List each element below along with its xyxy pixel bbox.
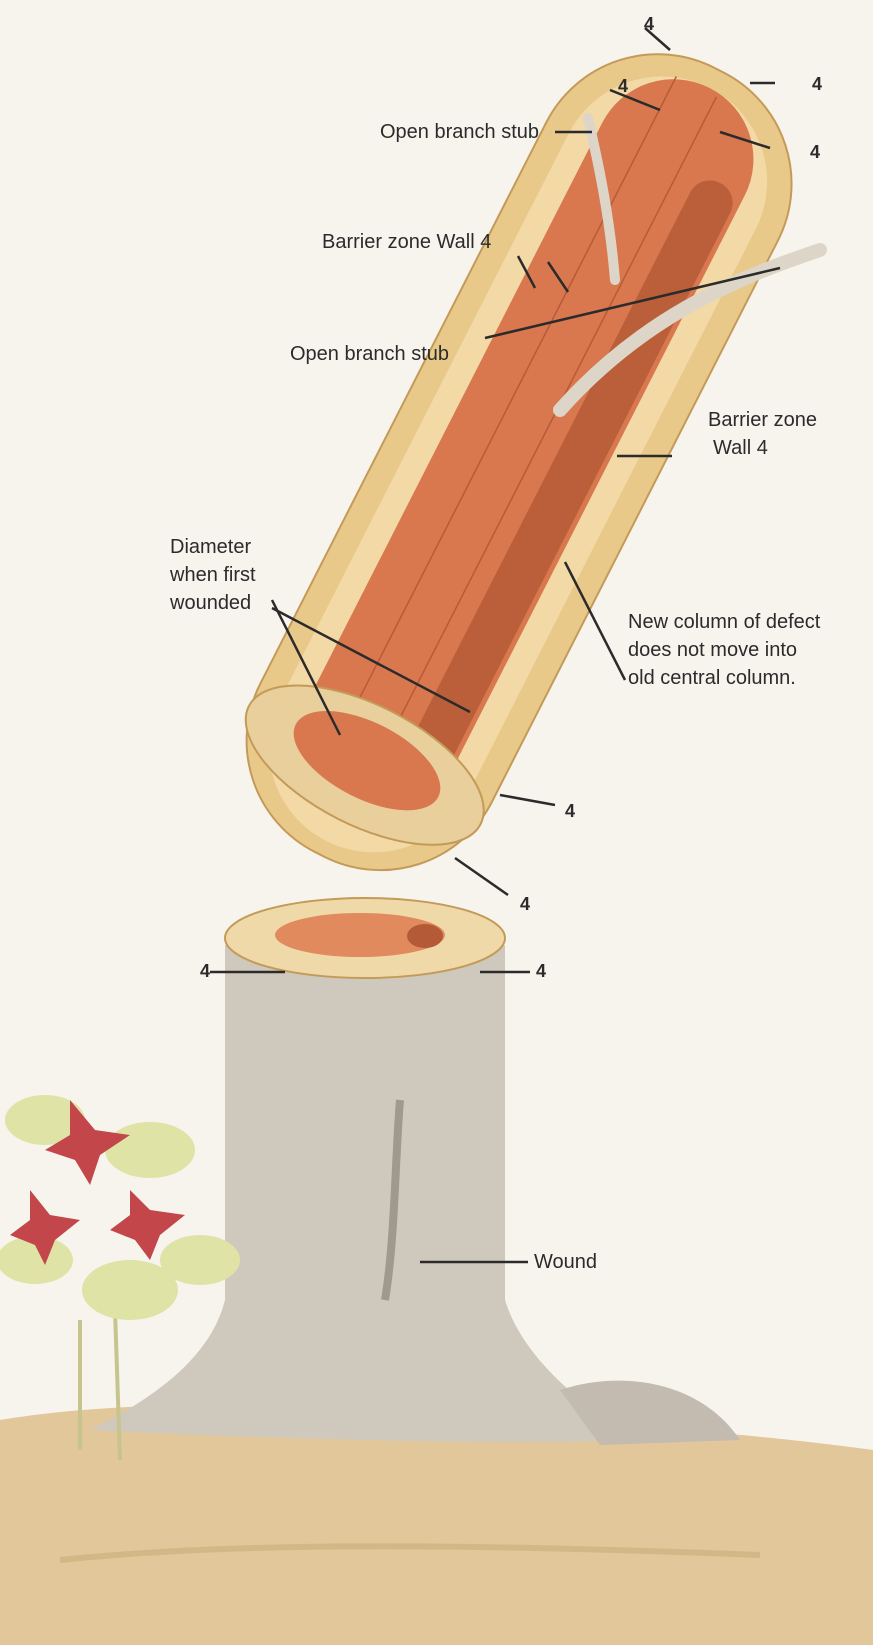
wall-number-log-a: 4 [565, 797, 575, 825]
log-section [203, 11, 834, 913]
leaf-2 [105, 1122, 195, 1178]
label-open-branch-stub-top: Open branch stub [380, 118, 539, 146]
label-barrier-zone-right: Barrier zone Wall 4 [708, 406, 817, 462]
label-line: Wall 4 [708, 434, 817, 462]
wall-number-top-b: 4 [618, 72, 628, 100]
label-wound: Wound [534, 1248, 597, 1276]
label-line: does not move into [628, 636, 820, 664]
wall-number-log-b: 4 [520, 890, 530, 918]
label-line: Diameter [170, 533, 256, 561]
stump-body [90, 945, 640, 1442]
wall-number-stump-a: 4 [200, 957, 210, 985]
wall-number-top-c: 4 [812, 70, 822, 98]
label-diameter-when-wounded: Diameter when first wounded [170, 533, 256, 617]
stump-top-decay [407, 924, 443, 948]
label-line: when first [170, 561, 256, 589]
wall-number-stump-b: 4 [536, 957, 546, 985]
label-line: old central column. [628, 664, 820, 692]
label-line: New column of defect [628, 608, 820, 636]
leader-log-4a [500, 795, 555, 805]
wall-number-top-a: 4 [644, 10, 654, 38]
leader-log-4b [455, 858, 508, 895]
label-barrier-zone-wall4-top: Barrier zone Wall 4 [322, 228, 491, 256]
label-open-branch-stub-mid: Open branch stub [290, 340, 449, 368]
wall-number-top-d: 4 [810, 138, 820, 166]
label-line: wounded [170, 589, 256, 617]
label-line: Barrier zone [708, 406, 817, 434]
leaf-5 [160, 1235, 240, 1285]
label-new-column: New column of defect does not move into … [628, 608, 820, 692]
